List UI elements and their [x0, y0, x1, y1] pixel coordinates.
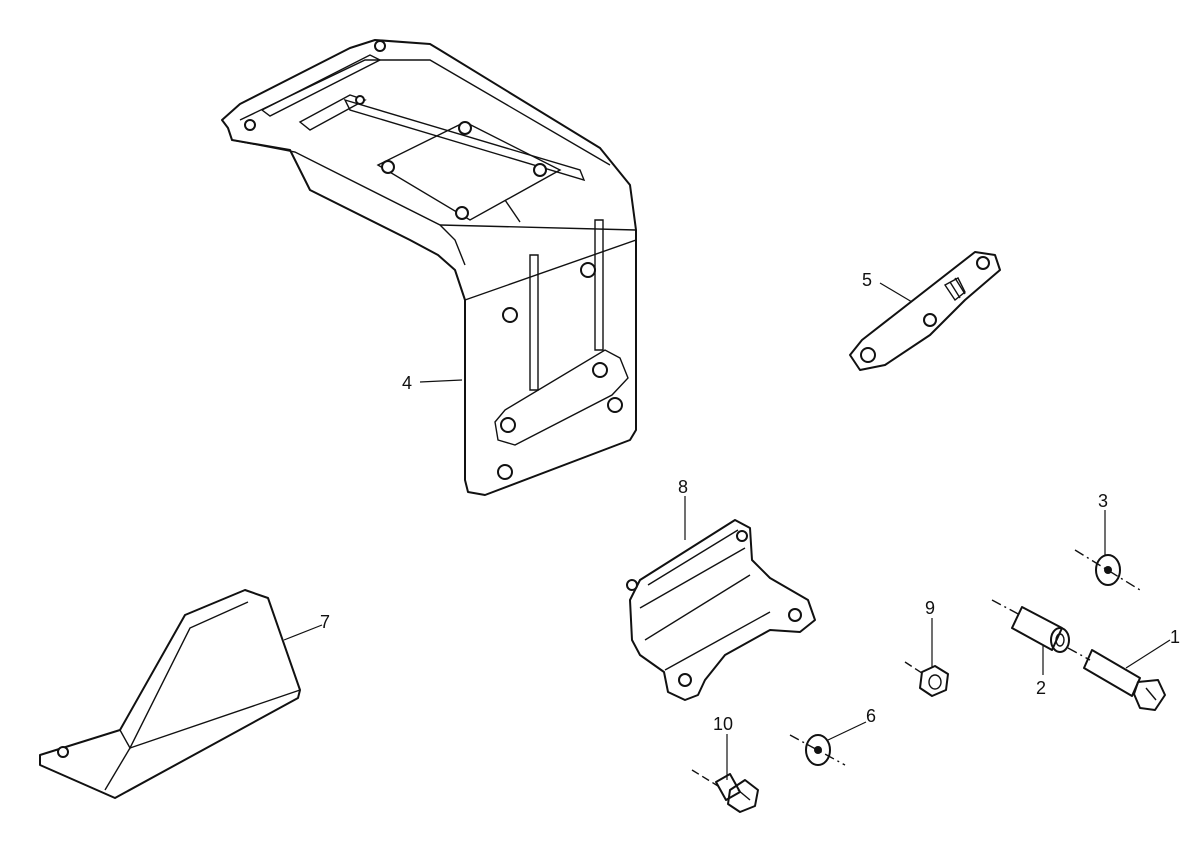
- callout-5: 5: [862, 270, 872, 290]
- callout-1: 1: [1170, 627, 1180, 647]
- part-5-link-plate: [849, 251, 1001, 371]
- part-1-bolt: [1067, 647, 1166, 711]
- part-9-nut: [904, 661, 949, 697]
- callout-3: 3: [1098, 491, 1108, 511]
- leader-1: [1125, 639, 1171, 669]
- part-3-washer: [1074, 549, 1141, 591]
- leader-lines: [283, 282, 1171, 780]
- part-4-main-bracket: [221, 39, 637, 496]
- callout-10: 10: [713, 714, 733, 734]
- callout-6: 6: [866, 706, 876, 726]
- leader-4: [419, 379, 463, 383]
- callout-8: 8: [678, 477, 688, 497]
- part-10-flange-bolt: [691, 769, 759, 813]
- callout-4: 4: [402, 373, 412, 393]
- part-2-collar: [991, 599, 1070, 653]
- callout-2: 2: [1036, 678, 1046, 698]
- part-8-sub-bracket: [626, 519, 816, 701]
- part-7-guard-plate: [39, 589, 301, 799]
- leader-6: [827, 721, 867, 741]
- leader-7: [283, 624, 323, 641]
- callout-9: 9: [925, 598, 935, 618]
- leader-5: [879, 282, 913, 303]
- callout-7: 7: [320, 612, 330, 632]
- callouts: 4 5 8 7 3 2 1 9 6 10: [320, 270, 1180, 734]
- part-6-washer: [789, 734, 846, 766]
